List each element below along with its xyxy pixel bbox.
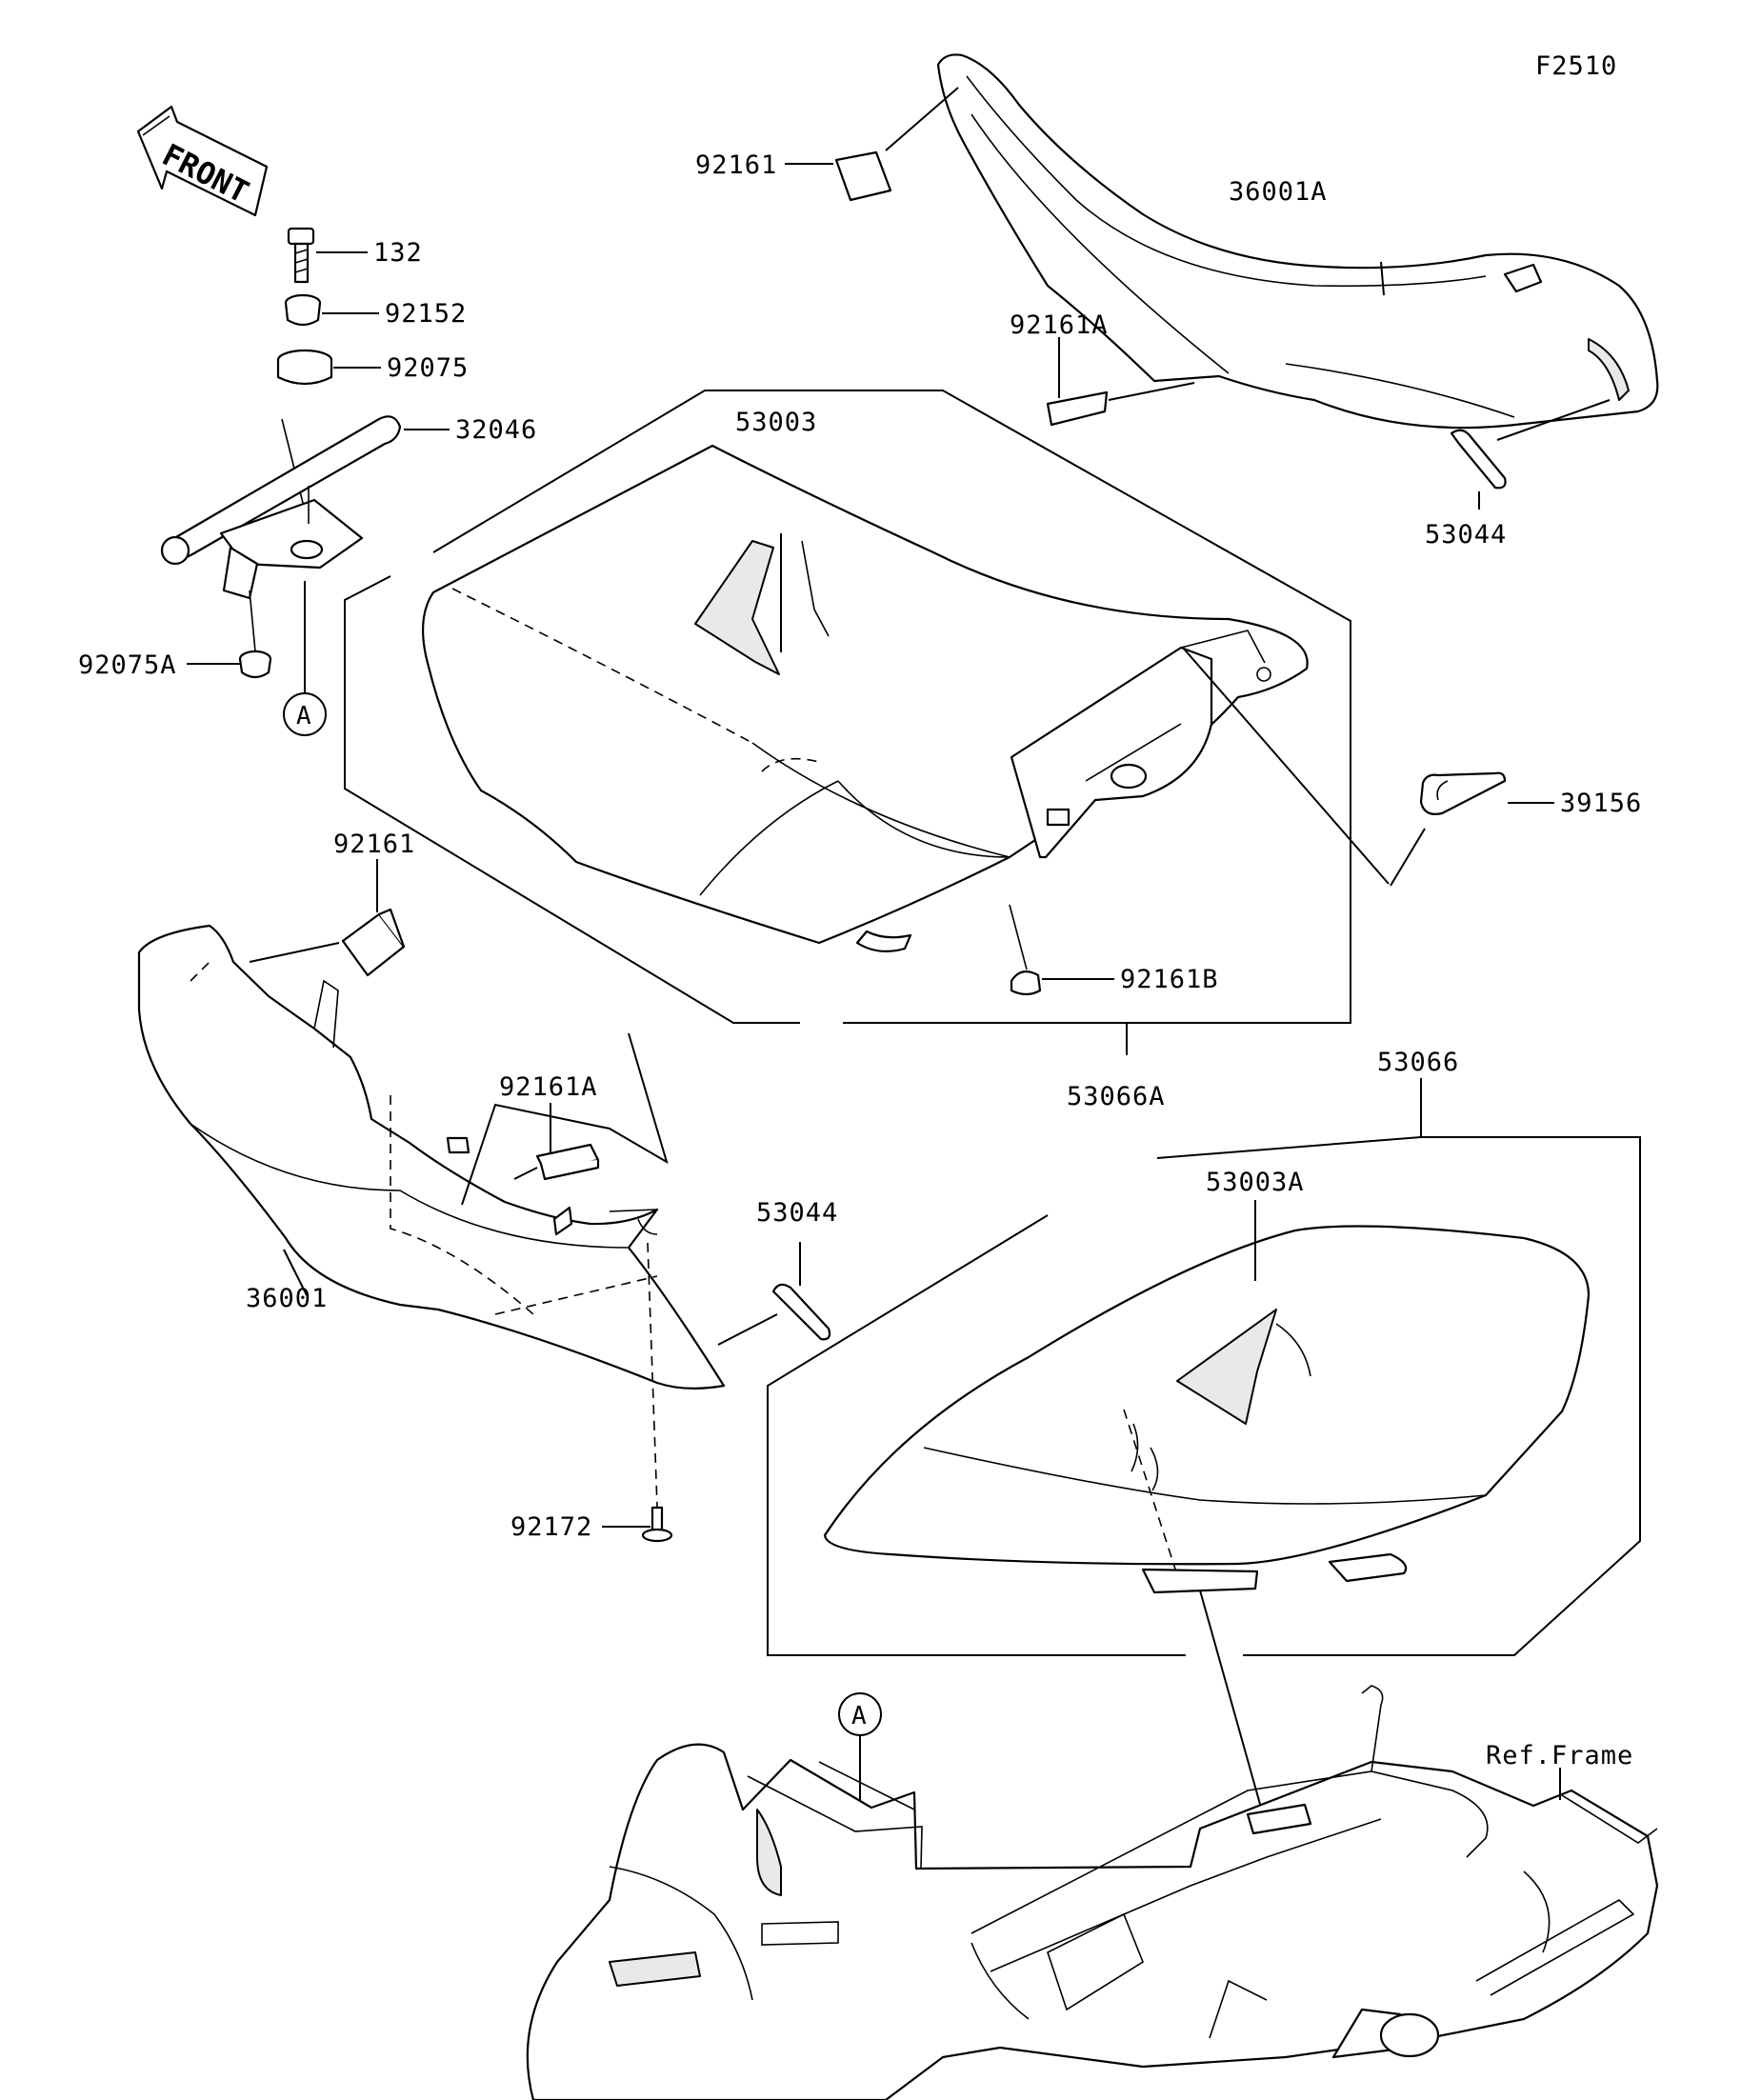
label-53003: 53003 [735, 408, 817, 437]
label-32046: 32046 [455, 415, 537, 445]
label-92161A-left: 92161A [499, 1072, 598, 1102]
bracket-32046 [160, 415, 402, 600]
part-92161-left [341, 908, 406, 977]
figure-code: F2510 [1535, 51, 1617, 81]
label-53066A: 53066A [1067, 1082, 1166, 1111]
label-53044-left: 53044 [756, 1198, 838, 1228]
label-132: 132 [373, 238, 423, 268]
side-cover-36001 [137, 924, 726, 1390]
part-92161A-left [535, 1143, 600, 1181]
ref-marker-A-top [283, 692, 327, 736]
label-39156: 39156 [1560, 789, 1642, 818]
label-92075: 92075 [387, 353, 469, 383]
label-92161-left: 92161 [333, 830, 415, 859]
assembly-outline-53066 [1156, 1136, 1641, 1656]
part-53044-left [771, 1283, 831, 1341]
pillion-seat-53003A [823, 1225, 1591, 1594]
side-cover-36001A [936, 53, 1659, 430]
assembly-outline-53066A [432, 390, 1351, 1024]
label-53044-top: 53044 [1425, 520, 1507, 550]
label-92161A-top: 92161A [1010, 310, 1109, 340]
seat-53003 [421, 444, 1309, 953]
label-92152: 92152 [385, 299, 467, 329]
part-92161-top [834, 150, 892, 202]
bolt-132 [287, 227, 315, 284]
ref-marker-A-top-label: A [296, 702, 311, 730]
collar-92152 [284, 293, 322, 327]
front-arrow-icon: FRONT [136, 105, 269, 217]
ref-marker-A-bottom-label: A [851, 1702, 867, 1730]
frame [526, 1685, 1659, 2100]
part-92161B [1009, 904, 1042, 996]
screw-92172 [641, 1242, 673, 1543]
label-53003A: 53003A [1206, 1168, 1305, 1197]
label-ref-frame: Ref.Frame [1486, 1741, 1633, 1770]
label-92075A: 92075A [78, 650, 177, 680]
label-92172: 92172 [510, 1512, 592, 1542]
part-92161A-top [1046, 390, 1109, 427]
grommet-92075A [238, 590, 272, 679]
part-53044-top [1450, 429, 1507, 490]
grommet-92075 [276, 349, 333, 386]
label-53066: 53066 [1377, 1048, 1459, 1077]
label-92161-top: 92161 [695, 150, 777, 180]
label-92161B: 92161B [1120, 965, 1219, 994]
part-39156 [1419, 771, 1507, 815]
label-36001A: 36001A [1229, 177, 1328, 207]
label-36001: 36001 [246, 1284, 328, 1313]
